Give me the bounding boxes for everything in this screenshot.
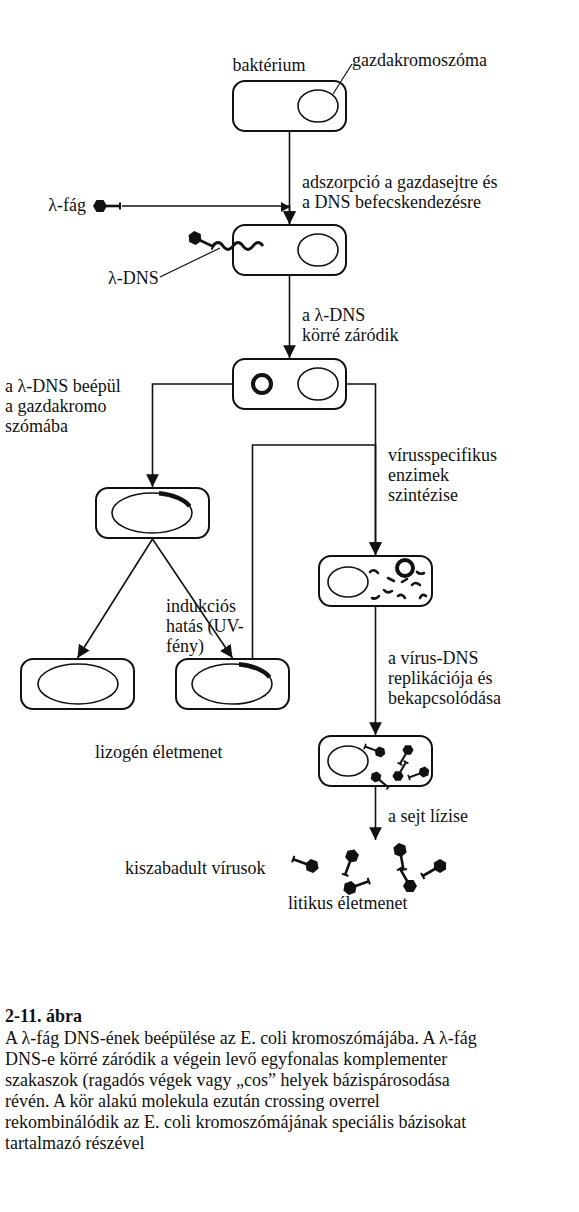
integrated-prophage [239, 664, 270, 677]
node-label: kiszabadult vírusok [125, 858, 285, 878]
process-arrow [153, 384, 233, 487]
step-label: a λ-DNS körré záródik [302, 305, 402, 345]
circular-phage-dna [397, 560, 413, 576]
viral-fragments [412, 583, 420, 585]
step-label: a sejt lízise [388, 806, 508, 826]
phage-symbol [291, 853, 321, 874]
step-label: indukciós hatás (UV-fény) [166, 596, 246, 656]
lysogen-cell [95, 487, 210, 539]
phage-symbol [341, 875, 371, 896]
process-arrow [153, 539, 233, 658]
viral-fragments [388, 578, 394, 581]
viral-fragments [370, 570, 378, 573]
pathway-label: litikus életmenet [288, 893, 448, 913]
viral-fragments [372, 596, 379, 599]
host-chromosome [192, 664, 272, 704]
viral-fragments [402, 579, 407, 582]
viral-fragments [370, 570, 426, 598]
process-arrow [253, 445, 376, 658]
merge-arrowhead [281, 202, 290, 212]
host-chromosome [112, 493, 192, 533]
step-label: vírusspecifikus enzimek szintézise [388, 445, 503, 505]
phage-symbol [339, 847, 360, 877]
leader-line [333, 64, 352, 94]
step-label: a vírus-DNS replikációja és bekapcsolódá… [388, 648, 504, 708]
phage-node: λ-fág [92, 198, 122, 214]
host-chromosome [328, 746, 368, 776]
released-viruses: kiszabadult vírusok [295, 840, 455, 896]
process-arrow [289, 276, 291, 358]
figure-title: 2-11. ábra [5, 1006, 82, 1026]
injected-dna [213, 243, 263, 250]
node-label: λ-fág [34, 195, 86, 215]
node-label: baktérium [219, 55, 319, 75]
phage-symbol [391, 760, 410, 784]
leader-line [160, 64, 352, 277]
phage-symbol [395, 866, 419, 895]
integrated-prophage [159, 493, 270, 677]
infected-cell [232, 224, 347, 276]
process-arrow [289, 132, 291, 224]
callout-label: λ-DNS [108, 268, 168, 288]
daughter-cell [175, 658, 290, 710]
leader-line [160, 248, 220, 277]
callout-label: gazdakromoszóma [352, 50, 512, 70]
step-label: adszorpció a gazdasejtre és a DNS befecs… [302, 172, 502, 212]
figure-caption: A λ-fág DNS-ének beépülése az E. coli kr… [5, 1028, 477, 1154]
phage-symbol [186, 230, 216, 252]
process-arrow [375, 607, 377, 735]
viral-fragments [417, 572, 424, 574]
circular-phage-dna [253, 375, 271, 393]
bacterium-cell: baktérium [232, 80, 347, 132]
phage-symbol [93, 200, 120, 212]
host-chromosome [38, 664, 118, 704]
phage-symbol [363, 742, 387, 758]
lytic-cell [318, 555, 433, 607]
host-chromosome [298, 368, 338, 400]
circular-dna-cell [232, 358, 347, 410]
viral-fragments [420, 595, 426, 598]
daughter-cell [20, 658, 135, 710]
step-label: a λ-DNS beépül a gazdakromo szómába [5, 376, 127, 436]
process-arrow [78, 539, 153, 658]
phage-symbol [93, 200, 449, 896]
phage-symbol [393, 842, 410, 871]
process-arrow [347, 384, 376, 555]
host-chromosome [298, 90, 338, 122]
host-chromosome [298, 234, 338, 266]
phage-symbol [369, 770, 392, 791]
phage-symbol [407, 766, 431, 782]
viral-fragments [398, 595, 405, 598]
process-arrow [122, 206, 290, 224]
viral-fragments [384, 590, 392, 592]
phage-filled-cell [318, 735, 433, 787]
phage-symbol [420, 857, 449, 881]
pathway-label: lizogén életmenet [95, 742, 255, 762]
process-arrow [375, 787, 377, 840]
integrated-prophage [159, 493, 190, 506]
host-chromosome [328, 567, 368, 597]
